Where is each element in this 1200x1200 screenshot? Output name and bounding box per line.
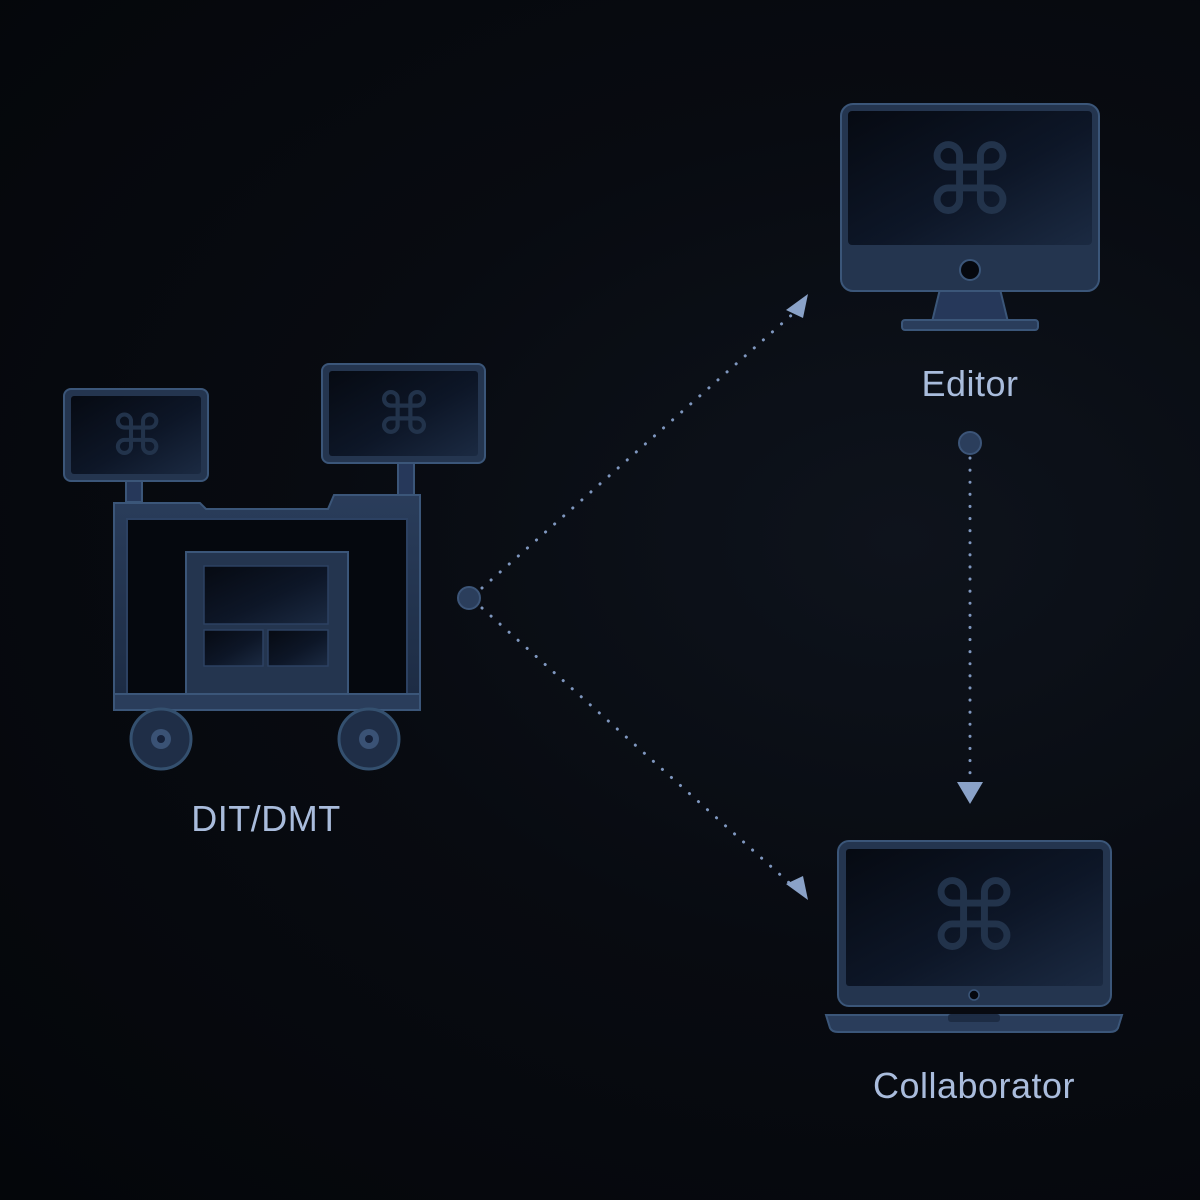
arrowhead	[786, 294, 808, 318]
command-key-icon: ⌘	[922, 125, 1018, 237]
command-key-icon: ⌘	[926, 861, 1022, 973]
cart-monitor-right: ⌘	[321, 363, 486, 464]
cart-monitor-left: ⌘	[63, 388, 209, 482]
laptop-icon: ⌘	[824, 840, 1124, 1033]
connector-editor-to-collaborator	[957, 456, 983, 804]
dit-dmt-label: DIT/DMT	[191, 798, 341, 839]
connector-origin-dot	[457, 586, 481, 610]
cart-wheel-right	[337, 707, 401, 771]
connector-dit-to-editor	[480, 294, 808, 590]
editor-label: Editor	[921, 363, 1019, 404]
command-key-icon: ⌘	[375, 380, 433, 448]
collaborator-label: Collaborator	[872, 1065, 1076, 1106]
cart-wheel-left	[129, 707, 193, 771]
dit-cart-icon: ⌘ ⌘	[63, 363, 486, 771]
monitor-indicator	[959, 259, 981, 281]
command-key-icon: ⌘	[109, 404, 165, 469]
connector-origin-dot	[958, 431, 982, 455]
arrowhead	[786, 876, 808, 900]
laptop-camera	[968, 989, 980, 1001]
desktop-monitor-icon: ⌘	[840, 103, 1100, 331]
arrowhead	[957, 782, 983, 804]
connector-dit-to-collaborator	[480, 606, 808, 900]
